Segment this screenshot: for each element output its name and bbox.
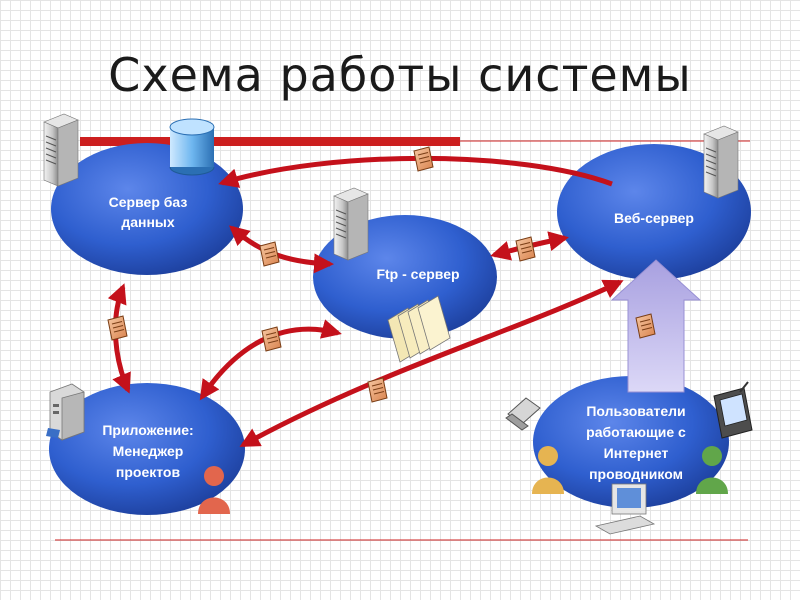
app-ellipse [49, 383, 245, 515]
document-icon [515, 236, 536, 262]
db-server-label-line1: Сервер баз [109, 194, 188, 210]
server-tower-icon [703, 125, 739, 199]
app-label-line1: Приложение: [102, 422, 193, 438]
document-icon [259, 241, 280, 267]
app-label-line3: проектов [116, 464, 181, 480]
pda-icon [713, 381, 753, 439]
users-label-line3: Интернет [604, 445, 669, 461]
slide-title: Схема работы системы [108, 48, 692, 102]
users-label-line2: работающие с [586, 424, 686, 440]
file-folders-icon [387, 295, 451, 363]
workstation-icon [594, 483, 656, 535]
arrow-db-ftp [228, 225, 334, 274]
web-server-ellipse [557, 144, 751, 280]
db-server-label-line2: данных [121, 214, 175, 230]
users-label-line1: Пользователи [586, 403, 685, 419]
document-icon [107, 315, 128, 341]
workstation-icon [46, 383, 85, 441]
document-icon [635, 313, 656, 339]
web-server-label: Веб-сервер [614, 210, 694, 226]
document-icon [261, 326, 282, 352]
mobile-phone-icon [505, 397, 541, 431]
server-tower-icon [333, 187, 369, 261]
app-label-line2: Менеджер [113, 443, 184, 459]
ftp-server-label: Ftp - сервер [376, 266, 459, 282]
db-server-ellipse [51, 143, 243, 275]
red-rule-top [80, 137, 460, 146]
server-tower-icon [43, 113, 79, 187]
document-icon [413, 146, 434, 172]
database-cylinder-icon [169, 118, 215, 176]
users-label-line4: проводником [589, 466, 683, 482]
arrow-web-app [239, 279, 624, 448]
document-icon [367, 377, 388, 403]
arrow-db-app [107, 283, 131, 394]
big-up-arrow [610, 259, 702, 393]
